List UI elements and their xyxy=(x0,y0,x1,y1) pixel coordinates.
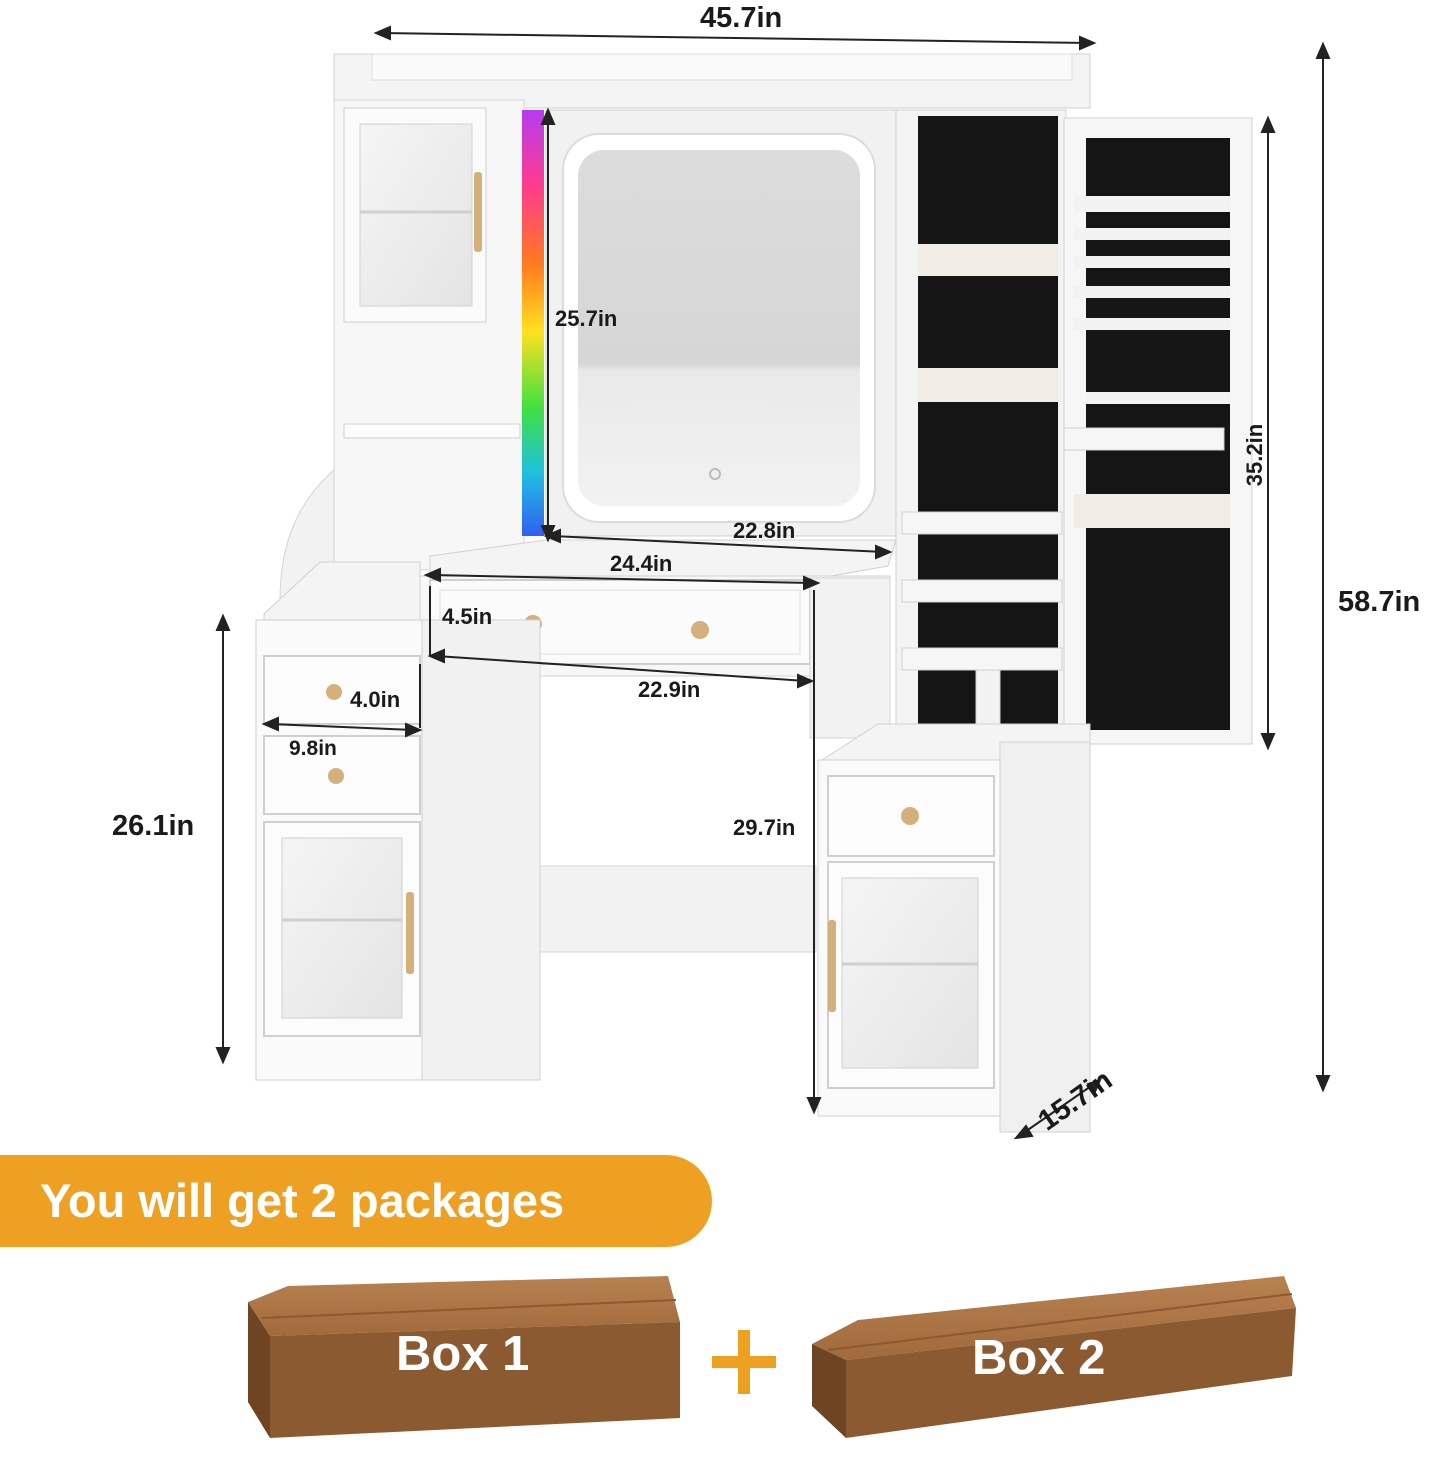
box-1-graphic xyxy=(248,1276,680,1438)
drawer-height-label: 4.5in xyxy=(442,604,493,629)
dimension-lines xyxy=(215,25,1331,1140)
left-hutch xyxy=(279,99,525,601)
plus-icon xyxy=(712,1330,776,1394)
box-1-label: Box 1 xyxy=(396,1327,530,1381)
total-width-label: 45.7in xyxy=(700,2,783,34)
mirror-height-label: 25.7in xyxy=(555,306,618,331)
box-2-label: Box 2 xyxy=(972,1331,1106,1385)
rgb-light-strip xyxy=(522,110,544,536)
desk-height-label: 29.7in xyxy=(733,815,796,840)
desk-width-label: 24.4in xyxy=(610,551,673,576)
hutch-top xyxy=(333,53,1091,109)
small-drawer-height-label: 4.0in xyxy=(350,687,401,712)
mirror-width-label: 22.8in xyxy=(733,518,796,543)
left-cabinet xyxy=(255,561,541,1081)
led-mirror xyxy=(545,109,897,537)
packages-banner-text: You will get 2 packages xyxy=(40,1174,565,1227)
packages-banner: You will get 2 packages xyxy=(0,1155,712,1247)
drawer-width-label: 22.9in xyxy=(638,677,701,702)
box-2-graphic xyxy=(812,1276,1296,1438)
jewelry-cabinet xyxy=(895,109,1067,741)
jewelry-door xyxy=(1063,117,1253,745)
jewelry-cabinet-height-label: 35.2in xyxy=(1242,423,1268,487)
desk xyxy=(419,539,897,953)
small-drawer-width-label: 9.8in xyxy=(289,737,337,760)
right-cabinet xyxy=(817,723,1091,1133)
total-height-label: 58.7in xyxy=(1338,586,1421,618)
left-cabinet-height-label: 26.1in xyxy=(112,810,195,842)
